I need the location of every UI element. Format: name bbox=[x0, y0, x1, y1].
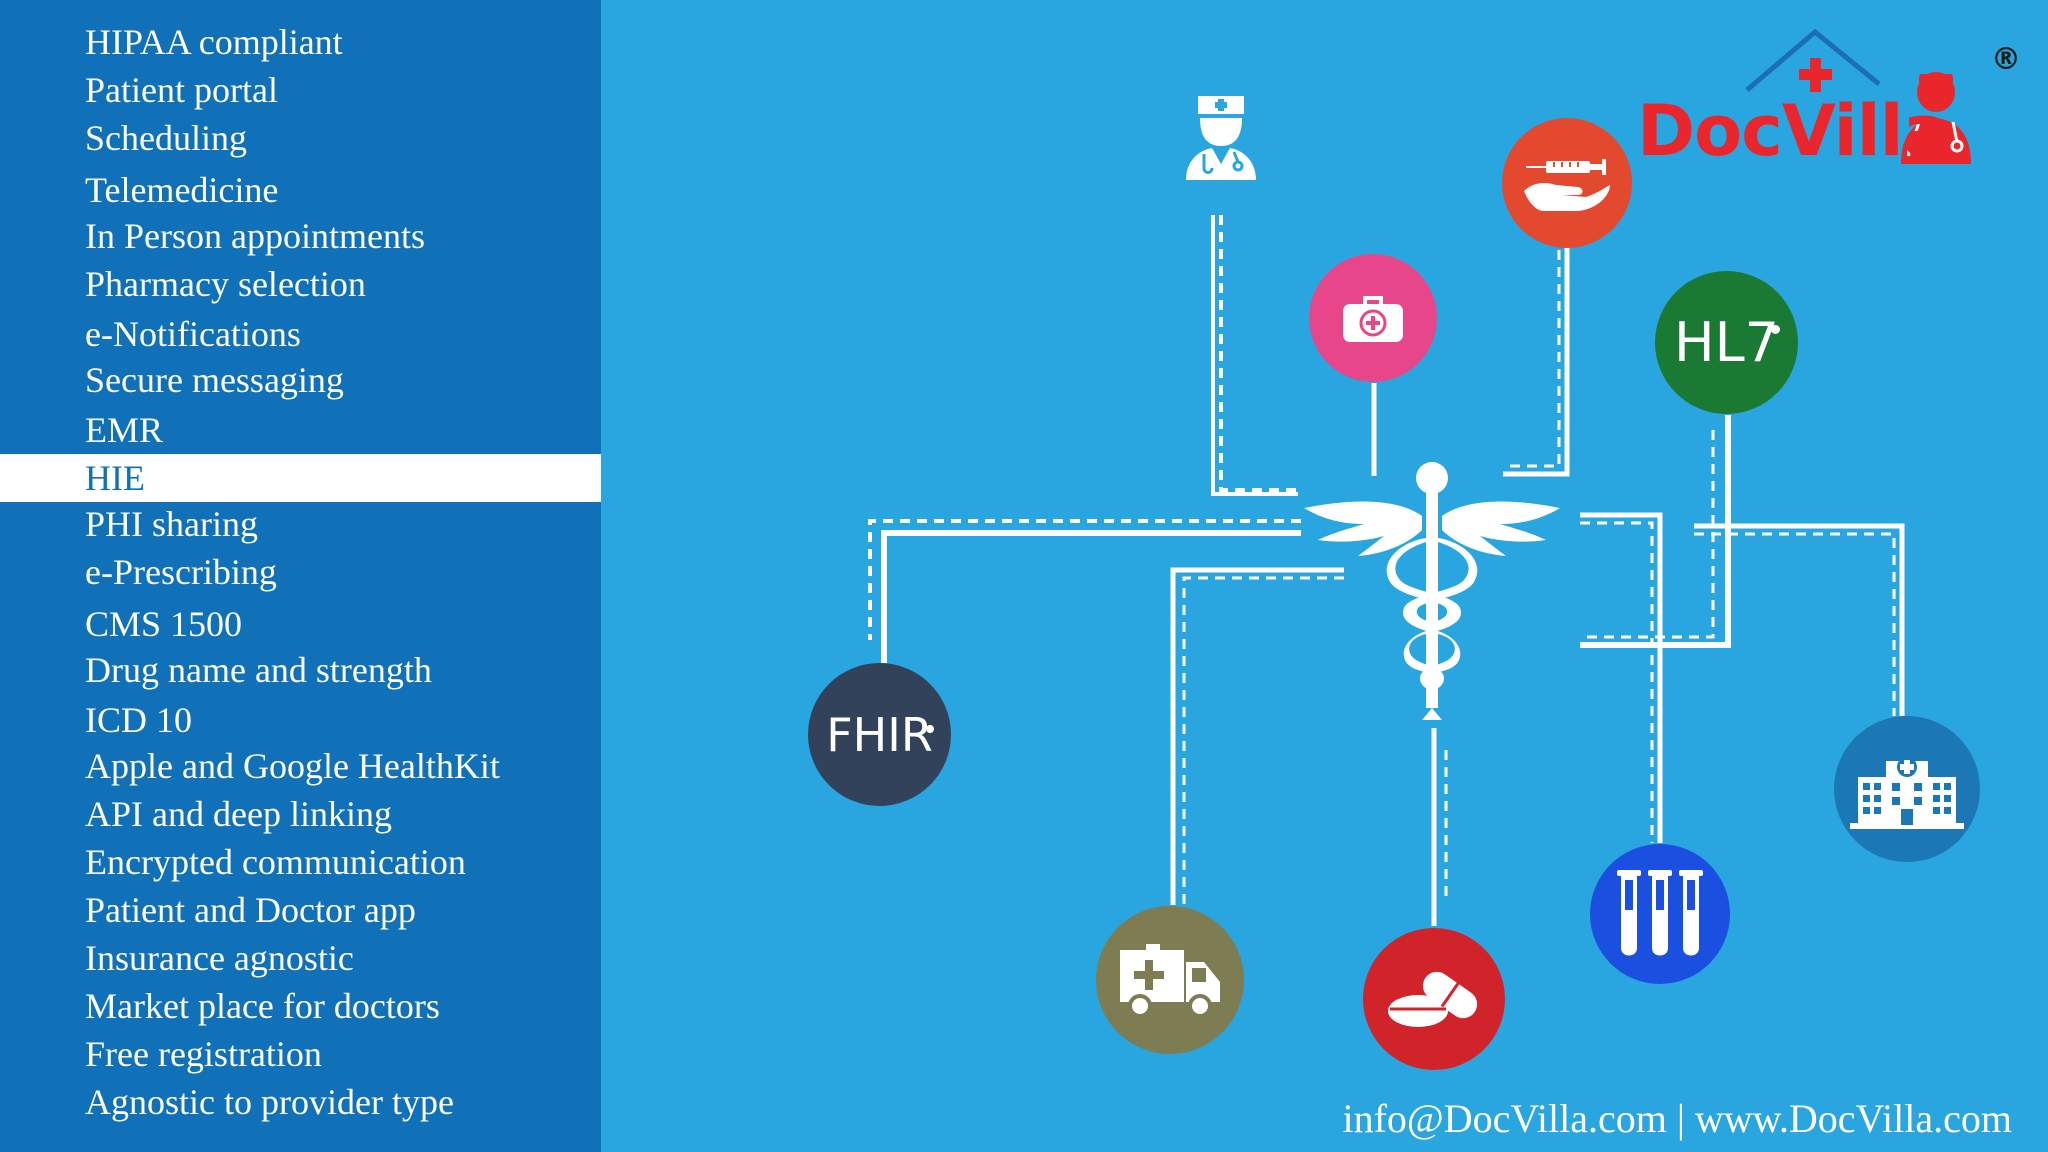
feature-item[interactable]: Drug name and strength bbox=[85, 650, 432, 690]
feature-item[interactable]: CMS 1500 bbox=[85, 604, 243, 644]
contact-info: info@DocVilla.com | www.DocVilla.com bbox=[1342, 1096, 2012, 1141]
fhir-badge: FHIR bbox=[808, 663, 951, 806]
feature-item[interactable]: e-Notifications bbox=[85, 314, 301, 354]
syringe-hand-icon bbox=[1502, 118, 1632, 248]
feature-item[interactable]: Apple and Google HealthKit bbox=[85, 746, 500, 786]
feature-item[interactable]: Patient portal bbox=[85, 70, 278, 110]
feature-item[interactable]: EMR bbox=[85, 410, 164, 450]
feature-item[interactable]: In Person appointments bbox=[85, 216, 425, 256]
test-tubes-icon bbox=[1590, 844, 1730, 984]
feature-item[interactable]: Insurance agnostic bbox=[85, 938, 354, 978]
pills-icon bbox=[1363, 928, 1505, 1070]
registered-mark: ® bbox=[1991, 42, 2021, 77]
feature-item[interactable]: Telemedicine bbox=[85, 170, 279, 210]
feature-item[interactable]: API and deep linking bbox=[85, 794, 392, 834]
connection-lines bbox=[868, 215, 1905, 926]
fhir-label: FHIR bbox=[826, 707, 933, 762]
feature-item[interactable]: HIPAA compliant bbox=[85, 22, 343, 62]
feature-item[interactable]: Free registration bbox=[85, 1034, 322, 1074]
feature-item[interactable]: Market place for doctors bbox=[85, 986, 440, 1026]
caduceus-icon bbox=[1304, 462, 1560, 720]
feature-item[interactable]: PHI sharing bbox=[85, 504, 258, 544]
feature-item[interactable]: Scheduling bbox=[85, 118, 247, 158]
ambulance-icon bbox=[1096, 906, 1244, 1054]
feature-item[interactable]: Secure messaging bbox=[85, 360, 344, 400]
logo-wordmark: DocVilla bbox=[1637, 90, 1950, 172]
feature-item[interactable]: e-Prescribing bbox=[85, 552, 277, 592]
feature-item[interactable]: Agnostic to provider type bbox=[85, 1082, 454, 1122]
hospital-icon bbox=[1834, 716, 1980, 862]
docvilla-logo[interactable]: DocVilla ® bbox=[1617, 24, 2037, 174]
feature-item[interactable]: Patient and Doctor app bbox=[85, 890, 416, 930]
feature-item[interactable]: Pharmacy selection bbox=[85, 264, 366, 304]
nurse-icon bbox=[1174, 86, 1268, 180]
fhir-dot bbox=[926, 725, 934, 733]
feature-item[interactable]: Encrypted communication bbox=[85, 842, 466, 882]
integration-diagram-panel: HL7 FHIR bbox=[601, 0, 2048, 1152]
hl7-label: HL7 bbox=[1673, 311, 1780, 374]
hl7-badge: HL7 bbox=[1655, 271, 1798, 414]
first-aid-kit-icon bbox=[1309, 254, 1437, 382]
hl7-dot bbox=[1771, 325, 1780, 334]
feature-item[interactable]: ICD 10 bbox=[85, 700, 192, 740]
feature-item[interactable]: HIE bbox=[0, 454, 601, 502]
